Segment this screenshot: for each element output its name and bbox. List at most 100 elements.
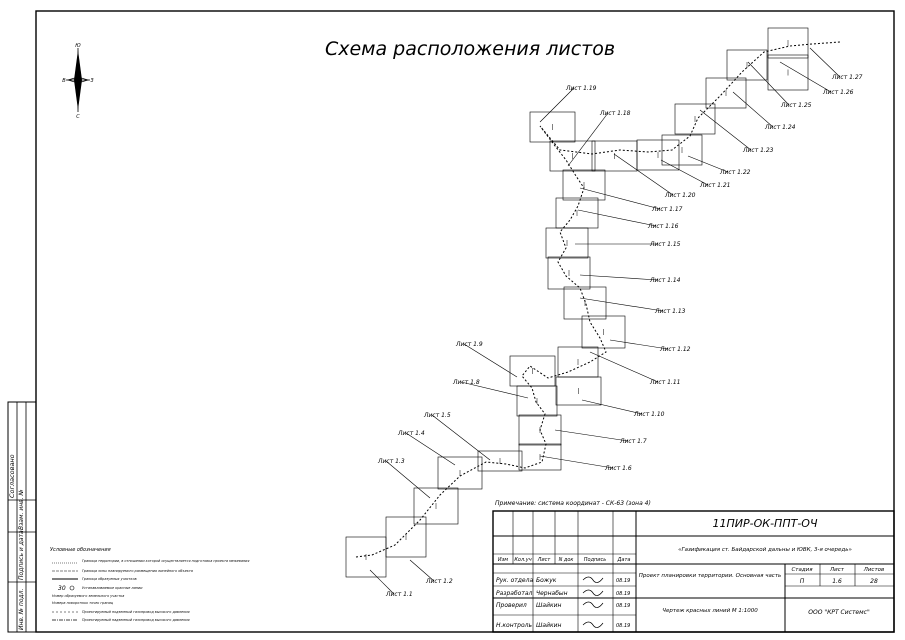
north-bottom-label: С <box>76 114 80 120</box>
row-name: Шайкин <box>536 622 562 629</box>
side-stamp-top: Согласовано <box>8 454 16 498</box>
sheet-frame-24 <box>705 77 747 109</box>
sheet-label-1: Лист 1.1 <box>385 591 413 598</box>
side-stamp-col1: Инв. № подл. <box>18 589 25 630</box>
sheet-leader-line <box>609 339 669 350</box>
sheet-label-14: Лист 1.14 <box>649 277 681 284</box>
sheet-value: 1.6 <box>832 578 842 585</box>
sheet-frame-17 <box>562 169 606 201</box>
sheet-leader-line <box>460 381 529 399</box>
legend-item: Номера поворотных точек границ <box>52 601 114 605</box>
sheet-label-11: Лист 1.11 <box>649 379 680 386</box>
sheet-leader-line <box>463 343 518 378</box>
sheet-frame-16 <box>555 197 599 229</box>
sheet-label-26: Лист 1.26 <box>822 89 854 96</box>
signature-mark <box>582 589 604 596</box>
project-name: «Газификация ст. Байдарской дальны и ЮВК… <box>678 547 852 553</box>
sheet-frame-27 <box>767 27 809 59</box>
sheet-leader-line <box>747 61 790 106</box>
sheet-leader-line <box>431 414 491 461</box>
signature-mark <box>582 576 604 583</box>
header-date: Дата <box>617 557 631 563</box>
title-block-text: 11ПИР-ОК-ППТ-ОЧ «Газификация ст. Байдарс… <box>496 517 884 629</box>
sheet-leader-line <box>409 559 435 582</box>
row-role: Разработал <box>496 590 533 597</box>
side-stamp-col2: Подпись и дата <box>18 530 25 580</box>
sheet-frame-12 <box>581 315 626 349</box>
stage-label: Стадия <box>791 567 813 573</box>
sheets-value: 28 <box>870 578 878 585</box>
row-role: Рук. отдела <box>496 577 533 584</box>
sheet-label-24: Лист 1.24 <box>764 124 796 131</box>
sheet-frame-25 <box>726 49 768 81</box>
sheet-leader-line <box>809 47 841 78</box>
row-date: 08.19 <box>616 623 630 629</box>
stage-title: Проект планировки территории. Основная ч… <box>639 573 782 579</box>
sheet-leader-line <box>369 569 395 595</box>
legend-item: Номер образуемого земельного участка <box>52 594 124 598</box>
sheet-label-16: Лист 1.16 <box>647 223 679 230</box>
sheet-frame-9 <box>509 355 556 387</box>
sheet-label-2: Лист 1.2 <box>425 578 453 585</box>
sheet-frame-14 <box>547 256 591 290</box>
sheet-leader-line <box>687 155 729 173</box>
legend-item: Проектируемый надземный газопровод высок… <box>82 618 190 622</box>
sheet-frame-22 <box>661 134 703 166</box>
sheet-leader-line <box>732 91 774 128</box>
company-name: ООО "КРТ Системс" <box>808 609 870 616</box>
sheet-label-9: Лист 1.9 <box>455 341 483 348</box>
sheet-label-23: Лист 1.23 <box>742 147 774 154</box>
row-date: 08.19 <box>616 591 630 597</box>
sheet-leader-line <box>779 61 832 93</box>
sheet-label-15: Лист 1.15 <box>649 241 681 248</box>
sheet-label-19: Лист 1.19 <box>565 85 597 92</box>
row-date: 08.19 <box>616 603 630 609</box>
document-code: 11ПИР-ОК-ППТ-ОЧ <box>713 517 818 530</box>
stage-value: П <box>800 578 805 585</box>
sheet-label-7: Лист 1.7 <box>619 438 647 445</box>
sheet-label-5: Лист 1.5 <box>423 412 451 419</box>
north-arrow-icon: Ю В З С <box>62 43 94 120</box>
header-kolvo: Кол.уч <box>514 557 531 563</box>
gas-pipeline-route <box>355 41 841 558</box>
sheet-frame-4 <box>437 456 483 490</box>
sheet-frame-23 <box>674 103 716 135</box>
sheet-leader-line <box>539 87 575 123</box>
row-name: Божук <box>536 577 557 584</box>
sheet-label-20: Лист 1.20 <box>664 192 696 199</box>
header-ndok: N док <box>559 557 574 563</box>
sheet-label: Лист <box>829 567 845 573</box>
row-name: Шайкин <box>536 602 562 609</box>
drawing-title: Чертеж красных линий М 1:1000 <box>662 608 758 614</box>
sheet-leader-line <box>613 153 674 196</box>
north-left-label: В <box>62 78 66 84</box>
coordinate-note: Примечание: система координат - СК-63 (з… <box>495 500 651 507</box>
sheet-leader-line <box>554 429 629 442</box>
sheet-label-18: Лист 1.18 <box>599 110 631 117</box>
legend-item: Граница территории, в отношении которой … <box>82 559 249 563</box>
row-role: Проверил <box>496 602 527 609</box>
header-izm: Изм <box>498 557 508 563</box>
sheet-leader-line <box>567 112 609 167</box>
sheet-leader-line <box>660 159 709 186</box>
sheet-label-3: Лист 1.3 <box>377 458 405 465</box>
north-top-label: Ю <box>75 43 81 49</box>
legend: Условные обозначения Граница территории,… <box>50 547 249 622</box>
legend-item: Граница образуемых участков <box>82 577 137 581</box>
sheet-leader-line <box>579 187 661 210</box>
sheet-leader-line <box>579 274 659 281</box>
sheet-frame-21 <box>636 139 680 171</box>
north-right-label: З <box>90 78 94 84</box>
sheet-leader-line <box>405 432 456 466</box>
row-role: Н.контроль <box>496 622 532 629</box>
row-date: 08.19 <box>616 578 630 584</box>
page-title: Схема расположения листов <box>325 38 615 60</box>
row-name: Чернабын <box>536 590 568 597</box>
sheet-label-12: Лист 1.12 <box>659 346 691 353</box>
sheet-frame-11 <box>557 346 599 378</box>
sheet-label-22: Лист 1.22 <box>719 169 751 176</box>
sheet-label-6: Лист 1.6 <box>604 465 632 472</box>
sheet-label-25: Лист 1.25 <box>780 102 812 109</box>
header-list: Лист <box>537 557 552 563</box>
